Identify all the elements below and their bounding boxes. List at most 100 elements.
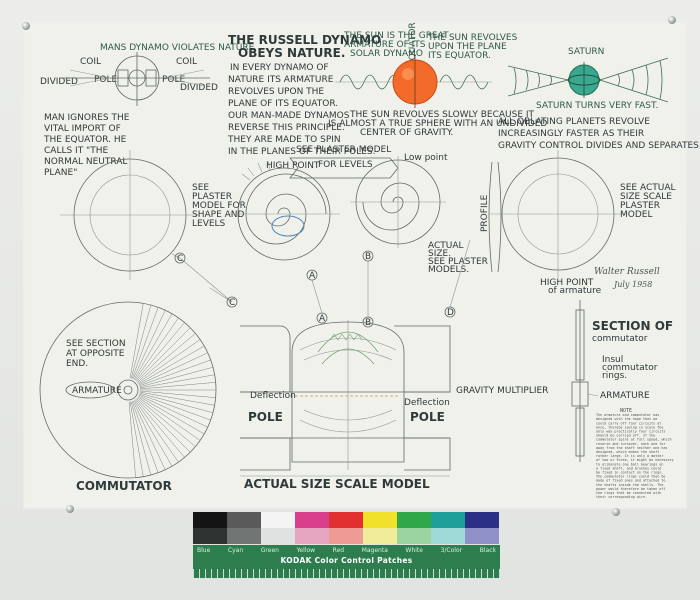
scale-model-section: POLE POLE Deflection Deflection GRAVITY … — [240, 320, 548, 491]
patch-label: Black — [479, 547, 496, 554]
commutator-ray — [139, 391, 215, 406]
mans-dynamo-diagram: MANS DYNAMO VIOLATES NATURE COIL COIL DI… — [40, 43, 255, 106]
man-ignores-line-4: CALLS IT "THE — [44, 146, 108, 156]
kodak-bottom-patches — [193, 528, 499, 544]
russell-line-6: PLANE OF ITS EQUATOR. — [228, 99, 338, 109]
coil-right-label: COIL — [176, 57, 197, 67]
russell-line-3: IN EVERY DYNAMO OF — [230, 63, 329, 73]
russell-line-5: REVOLVES UPON THE — [228, 87, 324, 97]
patch-label: Green — [260, 547, 279, 554]
low-point-label: Low point — [404, 153, 448, 163]
patch-label: Yellow — [296, 547, 316, 554]
sun-armature-line-3: SOLAR DYNAMO — [350, 49, 423, 59]
commutator-ray — [134, 399, 179, 463]
commutator-ray — [131, 401, 159, 473]
pushpin-bottom-left — [66, 505, 74, 513]
oblating-line-3: GRAVITY CONTROL DIVIDES AND SEPARATES. — [498, 141, 700, 151]
commutator-ray — [139, 359, 211, 387]
section-title-2: commutator — [592, 334, 648, 344]
spiral-disk-1: HIGH POINT — [230, 160, 340, 261]
color-patch — [295, 528, 329, 544]
note-line: designed with the hope that we — [596, 417, 657, 421]
see-plaster-shape-1: SEE — [192, 183, 209, 193]
patch-label: Blue — [197, 547, 211, 554]
color-patch — [295, 512, 329, 528]
letter-a: A — [319, 314, 326, 324]
commutator-ray — [139, 382, 216, 390]
pushpin-top-left — [22, 22, 30, 30]
commutator-ray — [136, 398, 191, 453]
see-plaster-shape-4: SHAPE AND — [192, 210, 245, 220]
color-patch — [431, 512, 465, 528]
disk-right-plan: SEE ACTUAL SIZE SCALE PLASTER MODEL HIGH… — [490, 150, 676, 296]
color-patch — [227, 512, 261, 528]
note-line: their corresponding wire. — [596, 495, 647, 499]
note-line: to eliminate one ball bearings on — [596, 462, 663, 466]
commutator-ray — [139, 392, 214, 414]
coil-left-label: COIL — [80, 57, 101, 67]
color-patch — [329, 528, 363, 544]
sun-revolves-line-1: THE SUN REVOLVES — [427, 33, 518, 43]
commutator-ray — [138, 394, 208, 428]
russell-line-7: OUR MAN-MADE DYNAMOS — [228, 111, 350, 121]
russell-line-4: NATURE ITS ARMATURE — [228, 75, 334, 85]
commutator-rays — [128, 303, 216, 478]
deflection-right: Deflection — [404, 398, 450, 408]
saturn-fast-label: SATURN TURNS VERY FAST. — [536, 101, 658, 111]
plaster-levels-banner: SEE PLASTER MODEL FOR LEVELS — [289, 145, 399, 179]
pole-left-label: POLE — [94, 75, 118, 85]
high-point-right-2: of armature — [548, 286, 602, 296]
color-patch — [261, 512, 295, 528]
commutator-ray — [139, 366, 214, 388]
high-point-right-1: HIGH POINT — [540, 278, 594, 288]
commutator-ray — [135, 399, 185, 458]
commutator-title: COMMUTATOR — [76, 479, 172, 493]
kodak-top-patches — [193, 512, 499, 528]
commutator-ray — [139, 390, 216, 398]
pole-big-right: POLE — [410, 410, 445, 424]
letter-d: D — [447, 308, 454, 318]
note-line: rather large. It is only a matter — [596, 454, 663, 458]
see-actual-size-2: SIZE SCALE — [620, 192, 672, 202]
note-line: reverse and turnover, each one for — [596, 442, 665, 446]
signature: Walter Russell July 1958 — [594, 267, 660, 289]
kodak-ruler — [193, 569, 500, 578]
note-line: NOTE — [620, 408, 632, 414]
letter-b-upper: B — [365, 252, 371, 262]
sun-revolves-line-2: UPON THE PLANE — [428, 42, 507, 52]
commutator-ray — [137, 396, 201, 441]
see-actual-size-3: PLASTER — [620, 201, 660, 211]
note-line: could carry off four circuits at — [596, 421, 661, 425]
sun-diagram: THE SUN IS THE GREAT ARMATURE OF ITS SOL… — [328, 22, 547, 138]
note-line: a fixed shaft, and brushes could — [596, 466, 661, 470]
note-line: be fixed in contact on the rings. — [596, 471, 663, 475]
armature-disk-label: ARMATURE — [72, 386, 122, 396]
russell-dynamo-note: THE RUSSELL DYNAMO OBEYS NATURE. IN EVER… — [227, 33, 381, 157]
sun-armature-line-2: ARMATURE OF ITS — [344, 40, 426, 50]
russell-line-10: IN THE PLANES OF THEIR POLES. — [228, 147, 376, 157]
deflection-left: Deflection — [250, 391, 296, 401]
color-patch — [397, 512, 431, 528]
color-patch — [397, 528, 431, 544]
pole-big-left: POLE — [248, 410, 283, 424]
section-title-1: SECTION OF — [592, 319, 673, 333]
insul-rings-2: commutator — [602, 363, 658, 373]
divided-right-label: DIVIDED — [180, 83, 218, 93]
commutator-ray — [134, 317, 179, 381]
color-patch — [261, 528, 295, 544]
russell-line-9: THEY ARE MADE TO SPIN — [227, 135, 341, 145]
profile-section: PROFILE — [480, 161, 502, 273]
commutator-disk: ARMATURE SEE SECTION AT OPPOSITE END. CO… — [39, 301, 217, 493]
commutator-ray — [129, 303, 144, 379]
color-patch — [227, 528, 261, 544]
commutator-ray — [135, 322, 185, 381]
man-ignores-line-5: NORMAL NEUTRAL — [44, 157, 127, 167]
russell-line-8: REVERSE THIS PRINCIPLE. — [228, 123, 345, 133]
patch-label: Magenta — [361, 547, 388, 554]
see-plaster-shape-5: LEVELS — [192, 219, 226, 229]
signature-name: Walter Russell — [594, 267, 660, 277]
section-of-commutator: SECTION OF commutator Insul commutator r… — [571, 300, 673, 462]
